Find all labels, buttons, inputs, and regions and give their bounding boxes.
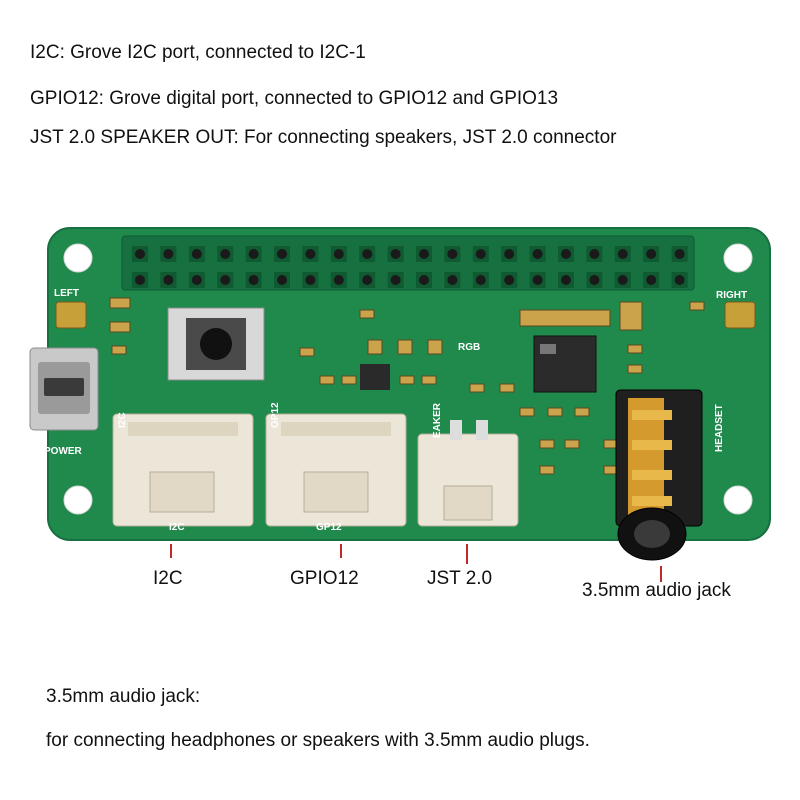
silk-power: POWER <box>44 446 83 457</box>
jst-callout-tick <box>466 544 468 564</box>
header-pin <box>220 275 231 285</box>
header-pin <box>362 249 373 259</box>
silk-i2c-side: I2C <box>117 412 128 428</box>
audio-jack-callout: 3.5mm audio jack <box>582 580 731 601</box>
audio-codec-chip <box>533 335 597 393</box>
header-pin <box>163 249 174 259</box>
left-mic <box>55 301 87 329</box>
mounting-hole <box>723 243 753 273</box>
mounting-hole <box>63 485 93 515</box>
header-pin <box>617 249 628 259</box>
micro-usb-port <box>29 347 99 431</box>
i2c-callout: I2C <box>153 568 183 589</box>
silk-gp12-bottom: GP12 <box>316 522 342 533</box>
header-pin <box>390 275 401 285</box>
jst-callout: JST 2.0 <box>427 568 493 589</box>
header-pin <box>561 249 571 259</box>
header-pin <box>561 275 571 285</box>
header-pin <box>532 249 543 259</box>
silk-gp12-side: GP12 <box>270 402 281 428</box>
header-pin <box>447 275 458 285</box>
header-pin <box>248 249 259 259</box>
gpio12-description: GPIO12: Grove digital port, connected to… <box>30 88 559 109</box>
silk-headset: HEADSET <box>714 404 725 452</box>
mounting-hole <box>63 243 93 273</box>
smd-components <box>109 297 705 475</box>
header-pin <box>617 275 628 285</box>
header-pin <box>419 249 429 259</box>
gpio12-callout-tick <box>340 544 342 558</box>
header-pin <box>277 275 287 285</box>
silk-rgb: RGB <box>458 342 480 353</box>
header-pin <box>589 249 600 259</box>
i2c-description: I2C: Grove I2C port, connected to I2C-1 <box>30 42 366 63</box>
header-pin <box>447 249 458 259</box>
header-pin <box>475 275 486 285</box>
header-pin <box>135 249 145 259</box>
header-pin <box>305 275 316 285</box>
header-pin <box>504 275 515 285</box>
header-pin <box>674 249 685 259</box>
footer-title: 3.5mm audio jack: <box>46 686 201 707</box>
header-pin <box>305 249 316 259</box>
silk-left: LEFT <box>54 288 79 299</box>
silk-i2c-bottom: I2C <box>169 522 185 533</box>
gpio-header <box>121 235 695 291</box>
audio-jack-callout-tick <box>660 566 662 582</box>
header-pin <box>532 275 543 285</box>
audio-jack <box>615 389 703 561</box>
header-pin <box>419 275 429 285</box>
header-pin <box>220 249 231 259</box>
jst-speaker-connector <box>417 420 519 527</box>
header-pin <box>390 249 401 259</box>
header-pin <box>191 249 202 259</box>
header-pin <box>163 275 174 285</box>
header-pin <box>646 249 657 259</box>
push-button <box>167 307 265 381</box>
grove-i2c-connector <box>112 413 254 527</box>
right-mic <box>724 301 756 329</box>
header-pin <box>333 275 344 285</box>
header-pin <box>333 249 344 259</box>
small-ic <box>360 364 390 390</box>
silk-right: RIGHT <box>716 290 747 301</box>
i2c-callout-tick <box>170 544 172 558</box>
header-pin <box>674 275 685 285</box>
header-pin <box>504 249 515 259</box>
header-pin <box>248 275 259 285</box>
header-pin <box>277 249 287 259</box>
grove-gpio12-connector <box>265 413 407 527</box>
gpio12-callout: GPIO12 <box>290 568 359 589</box>
header-pin <box>475 249 486 259</box>
jst-description: JST 2.0 SPEAKER OUT: For connecting spea… <box>30 127 617 148</box>
header-pin <box>191 275 202 285</box>
header-pin <box>646 275 657 285</box>
footer-text: for connecting headphones or speakers wi… <box>46 730 590 751</box>
silk-speaker-side: EAKER <box>432 402 443 438</box>
mounting-hole <box>723 485 753 515</box>
header-pin <box>135 275 145 285</box>
header-pin <box>589 275 600 285</box>
header-pin <box>362 275 373 285</box>
